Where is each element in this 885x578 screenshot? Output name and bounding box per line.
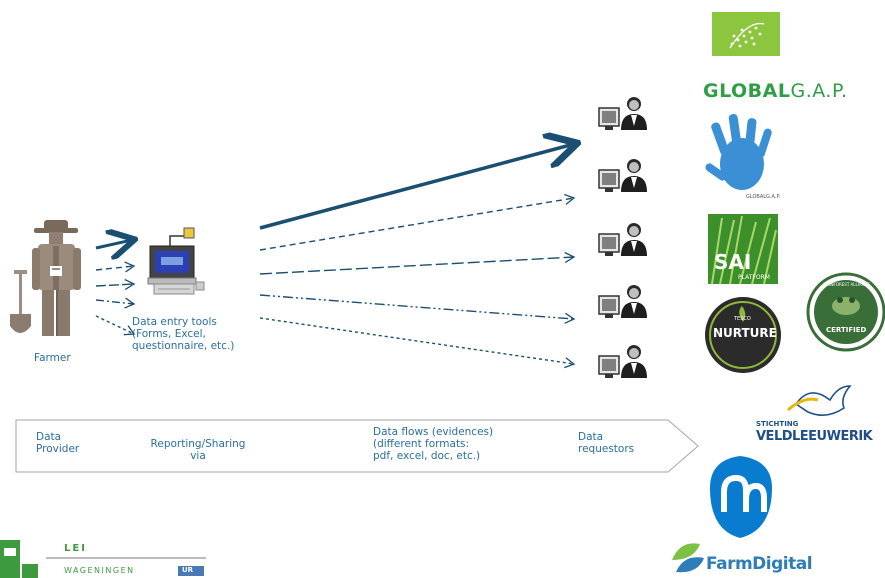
nurture-logo bbox=[705, 297, 781, 373]
shovel-icon bbox=[10, 270, 31, 333]
nurture-top-text: TESCO bbox=[734, 316, 751, 322]
arrow-flow-solid bbox=[259, 144, 574, 230]
veld-top-text: STICHTING bbox=[756, 420, 799, 428]
arrow-farmer-dash-2 bbox=[95, 278, 136, 291]
globalgap-rest-text: G.A.P. bbox=[790, 80, 848, 102]
arrow-farmer-dash-1 bbox=[95, 261, 136, 273]
lei-text: LEI bbox=[64, 543, 87, 554]
farmer-label: Farmer bbox=[34, 352, 71, 364]
data-entry-label: Data entry tools (Forms, Excel, question… bbox=[132, 316, 235, 352]
rainforest-text: RAINFOREST ALLIANCE bbox=[824, 282, 870, 287]
farmer-icon bbox=[32, 220, 81, 336]
sai-text: SAI bbox=[714, 250, 752, 274]
globalgap-bold-text: GLOBAL bbox=[703, 80, 791, 102]
rainforest-alliance-logo bbox=[806, 272, 885, 352]
veld-text: VELDLEEUWERIK bbox=[756, 429, 873, 444]
farmdigital-logo-icon bbox=[672, 543, 704, 573]
nurture-text: NURTURE bbox=[713, 326, 777, 340]
arrow-farmer-solid bbox=[95, 240, 132, 248]
process-step-provider: Data Provider bbox=[36, 431, 80, 455]
albert-heijn-logo bbox=[710, 456, 772, 538]
wageningen-text: WAGENINGEN bbox=[64, 566, 135, 575]
farmdigital-text: FarmDigital bbox=[706, 554, 813, 574]
process-step-requestors: Data requestors bbox=[578, 431, 635, 455]
hand-logo-caption: GLOBALG.A.P. bbox=[746, 194, 781, 200]
arrow-flow-dashdot bbox=[259, 294, 576, 324]
arrow-flow-dotted bbox=[259, 317, 576, 369]
globalgap-logo: GLOBALG.A.P. bbox=[703, 80, 848, 102]
sai-platform-logo bbox=[708, 214, 778, 285]
process-step-reporting: Reporting/Sharing via bbox=[150, 438, 246, 462]
arrow-farmer-dotted bbox=[95, 315, 136, 336]
arrow-flow-dash-2 bbox=[259, 251, 576, 275]
rainforest-sub-text: CERTIFIED bbox=[826, 326, 867, 334]
veldleeuwerik-logo bbox=[787, 385, 852, 416]
lei-wur-logo bbox=[0, 540, 206, 578]
arrow-farmer-dashdot bbox=[95, 297, 136, 309]
process-step-data-flows: Data flows (evidences) (different format… bbox=[373, 426, 494, 462]
eu-organic-logo bbox=[712, 12, 780, 56]
hand-logo bbox=[705, 114, 772, 190]
arrow-flow-dash-1 bbox=[259, 193, 576, 251]
sai-sub-text: PLATFORM bbox=[738, 274, 770, 281]
ur-text: UR bbox=[182, 566, 194, 574]
computer-icon bbox=[147, 227, 205, 295]
